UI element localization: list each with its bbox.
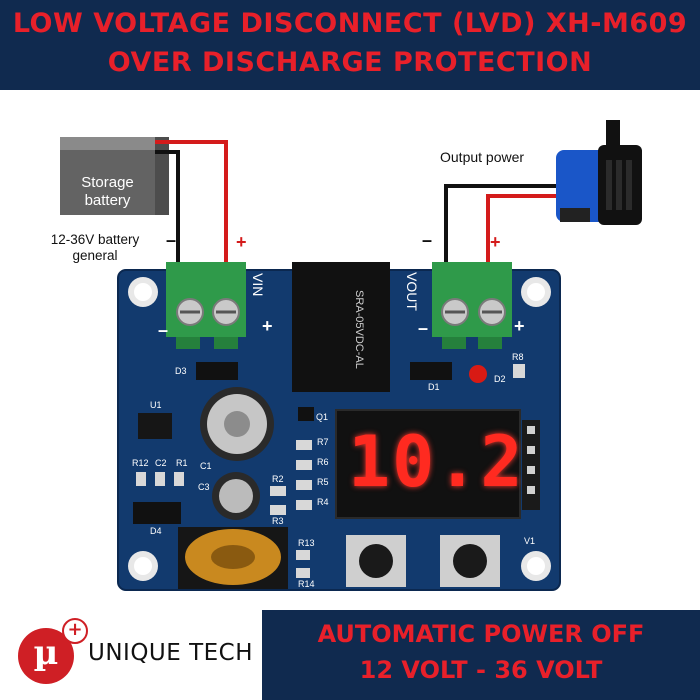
pcb-vin-minus: – <box>158 320 169 340</box>
page-title-line2: OVER DISCHARGE PROTECTION <box>107 47 593 78</box>
label-r4: R4 <box>317 497 329 507</box>
brand-logo-plus: + <box>62 618 88 644</box>
label-c1: C1 <box>200 461 212 471</box>
product-diagram: Storage battery 12-36V battery general O… <box>0 90 700 610</box>
diode-d1 <box>410 362 452 380</box>
label-r7: R7 <box>317 437 329 447</box>
label-v1: V1 <box>524 536 536 546</box>
output-minus-sign: – <box>422 230 433 250</box>
pcb-vin-plus: + <box>262 316 273 336</box>
vout-label: VOUT <box>404 272 420 311</box>
footer: µ + UNIQUE TECH AUTOMATIC POWER OFF 12 V… <box>0 610 700 700</box>
label-d2: D2 <box>494 374 506 384</box>
label-d3: D3 <box>175 366 187 376</box>
diode-d4 <box>133 502 181 524</box>
capacitor-c3 <box>212 472 260 520</box>
label-d1: D1 <box>428 382 440 392</box>
label-c3: C3 <box>198 482 210 492</box>
label-r5: R5 <box>317 477 329 487</box>
label-r14: R14 <box>298 579 315 589</box>
push-buttons <box>346 535 500 587</box>
label-r1: R1 <box>176 458 188 468</box>
battery-minus-sign: – <box>166 230 177 250</box>
output-negative-wire <box>444 184 560 262</box>
label-c2: C2 <box>155 458 167 468</box>
battery-top <box>60 137 155 150</box>
pcb-vout-plus: + <box>514 316 525 336</box>
battery-label: Storage battery <box>81 174 134 209</box>
smd-resistors <box>136 407 314 578</box>
header-pins <box>522 420 540 510</box>
toroid-inductor <box>178 527 288 589</box>
battery-plus-sign: + <box>236 232 247 252</box>
vin-terminal-block <box>166 262 246 349</box>
relay <box>292 262 390 392</box>
battery-side <box>155 137 169 215</box>
page-title-line1: LOW VOLTAGE DISCONNECT (LVD) XH-M609 <box>12 8 688 39</box>
label-r2: R2 <box>272 474 284 484</box>
tagline-line1: AUTOMATIC POWER OFF <box>317 620 645 648</box>
footer-tagline-panel: AUTOMATIC POWER OFF 12 VOLT - 36 VOLT <box>262 610 700 700</box>
led-d2 <box>469 365 487 383</box>
ic-u1 <box>138 413 172 439</box>
battery-negative-wire <box>155 150 180 262</box>
label-r12: R12 <box>132 458 149 468</box>
top-banner: LOW VOLTAGE DISCONNECT (LVD) XH-M609 OVE… <box>0 0 700 90</box>
pcb-vout-minus: – <box>418 318 429 338</box>
label-r3: R3 <box>272 516 284 526</box>
water-pump-icon <box>556 120 642 225</box>
output-wires <box>444 184 560 262</box>
label-r6: R6 <box>317 457 329 467</box>
capacitor-c1 <box>200 387 274 461</box>
vin-label: VIN <box>250 273 266 297</box>
module-illustration <box>117 120 642 591</box>
vout-terminal-block <box>432 262 512 349</box>
label-q1: Q1 <box>316 412 329 422</box>
output-plus-sign: + <box>490 232 501 252</box>
voltage-readout: 10.2 <box>348 421 525 503</box>
output-power-label: Output power <box>440 149 525 165</box>
label-u1: U1 <box>150 400 162 410</box>
output-positive-wire <box>486 194 560 262</box>
brand-logo-mark: µ <box>33 633 59 673</box>
battery-icon <box>60 150 155 215</box>
resistor-r8 <box>513 364 525 378</box>
tagline-line2: 12 VOLT - 36 VOLT <box>359 656 603 684</box>
led-display <box>335 409 521 519</box>
brand-name: UNIQUE TECH <box>88 640 254 666</box>
battery-positive-wire <box>155 140 228 262</box>
label-d4: D4 <box>150 526 162 536</box>
battery-voltage-note: 12-36V battery general <box>50 232 140 263</box>
label-r13: R13 <box>298 538 315 548</box>
diode-d3 <box>196 362 238 380</box>
label-r8: R8 <box>512 352 524 362</box>
input-wires <box>155 140 228 262</box>
